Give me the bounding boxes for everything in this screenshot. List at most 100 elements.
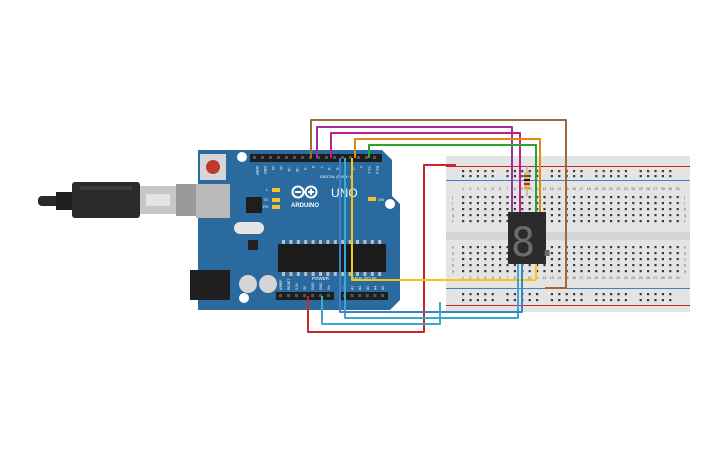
breadboard-column-label: 28 (661, 276, 665, 280)
breadboard-column-label: 16 (572, 276, 576, 280)
wire-red (307, 164, 456, 333)
breadboard[interactable]: 1122334455667788991010111112121313141415… (446, 156, 690, 312)
bottom-rail-blue-line (446, 288, 690, 289)
breadboard-row-label: b (684, 263, 687, 268)
breadboard-column-label: 17 (579, 187, 583, 191)
breadboard-column-label: 6 (499, 187, 501, 191)
breadboard-column-label: 14 (557, 276, 561, 280)
usb-port (196, 184, 230, 218)
breadboard-column-label: 17 (579, 276, 583, 280)
breadboard-row-label: f (684, 219, 686, 224)
digital-pin-label: 12 (279, 166, 283, 170)
tx-label: TX (263, 197, 268, 202)
wire-green (368, 144, 537, 212)
digital-label: DIGITAL (PWM~) (320, 174, 352, 179)
digital-pin-label: 8 (311, 166, 315, 168)
breadboard-row-label: d (684, 251, 686, 256)
digital-pin-label: AREF (255, 166, 259, 176)
breadboard-column-label: 4 (484, 276, 486, 280)
digital-pin-label: ~5 (335, 166, 339, 170)
breadboard-column-label: 26 (646, 187, 650, 191)
analog-header[interactable] (340, 292, 388, 300)
breadboard-column-label: 24 (631, 276, 635, 280)
breadboard-column-label: 23 (624, 187, 628, 191)
analog-pin-label: A2 (358, 286, 362, 290)
power-jack (190, 270, 230, 300)
digital-pin-label: ~10 (295, 166, 299, 172)
digital-pin-label: GND (263, 166, 267, 174)
usb-cable[interactable] (38, 182, 202, 218)
wire-magenta (330, 132, 521, 212)
digital-pin-label: 13 (271, 166, 275, 170)
resistor[interactable] (524, 166, 530, 196)
breadboard-column-label: 19 (594, 276, 598, 280)
digital-pin-label: ~6 (327, 166, 331, 170)
atmega-chip (278, 244, 386, 272)
power-pin-label: GND (319, 282, 323, 290)
digital-pin-label: 2 (359, 166, 363, 168)
breadboard-column-label: 8 (514, 276, 516, 280)
breadboard-column-label: 12 (542, 276, 546, 280)
breadboard-row-label: c (452, 257, 454, 262)
on-label: ON (378, 197, 384, 202)
mount-hole (239, 293, 249, 303)
segment-digit: 8. (511, 220, 559, 266)
usb-chip (246, 197, 262, 213)
breadboard-column-label: 12 (542, 187, 546, 191)
digital-pin-label: 7 (319, 166, 323, 168)
breadboard-row-label: e (452, 245, 455, 250)
digital-pin-label: TX 1 (367, 166, 371, 174)
power-label: POWER (312, 276, 330, 281)
center-channel (446, 232, 690, 240)
breadboard-column-label: 20 (602, 276, 606, 280)
wire-cyan (344, 158, 519, 319)
breadboard-column-label: 23 (624, 276, 628, 280)
analog-pin-label: A1 (351, 286, 355, 290)
breadboard-column-label: 19 (594, 187, 598, 191)
breadboard-column-label: 13 (550, 187, 554, 191)
led-tx (272, 198, 280, 202)
digital-pin-label: RX 0 (375, 166, 379, 174)
power-pin-label: 5V (303, 285, 307, 290)
breadboard-column-label: 3 (477, 187, 479, 191)
breadboard-row-label: b (452, 263, 455, 268)
led-on (368, 197, 376, 201)
breadboard-column-label: 18 (587, 276, 591, 280)
breadboard-row-label: a (452, 269, 455, 274)
breadboard-column-label: 3 (477, 276, 479, 280)
wire-teal (321, 296, 441, 325)
breadboard-column-label: 26 (646, 276, 650, 280)
digital-pin-label: ~9 (303, 166, 307, 170)
breadboard-column-label: 13 (550, 276, 554, 280)
breadboard-column-label: 18 (587, 187, 591, 191)
breadboard-row-label: j (451, 195, 453, 200)
breadboard-column-label: 21 (609, 276, 613, 280)
breadboard-column-label: 21 (609, 187, 613, 191)
bottom-rail-red-line (446, 305, 690, 306)
rx-label: RX (263, 204, 269, 209)
wire-purple (316, 126, 513, 212)
capacitor (239, 275, 257, 293)
breadboard-column-label: 27 (653, 187, 657, 191)
breadboard-column-label: 25 (639, 187, 643, 191)
crystal (234, 222, 264, 234)
breadboard-column-label: 9 (521, 187, 523, 191)
wires[interactable] (307, 119, 567, 333)
seven-segment-display[interactable]: 8. (508, 212, 559, 266)
analog-label: ANALOG IN (352, 276, 377, 281)
top-rail-blue-line (446, 180, 690, 181)
breadboard-column-label: 2 (469, 276, 471, 280)
power-pin-label: Vin (327, 285, 331, 290)
breadboard-column-label: 27 (653, 276, 657, 280)
wire-blue (339, 158, 523, 313)
power-pin-label: GND (311, 282, 315, 290)
breadboard-column-label: 4 (484, 187, 486, 191)
breadboard-row-label: j (683, 195, 685, 200)
breadboard-column-label: 16 (572, 187, 576, 191)
analog-pin-label: A4 (373, 286, 377, 290)
wire-brown (310, 119, 567, 289)
brand-label: ARDUINO (291, 203, 319, 209)
